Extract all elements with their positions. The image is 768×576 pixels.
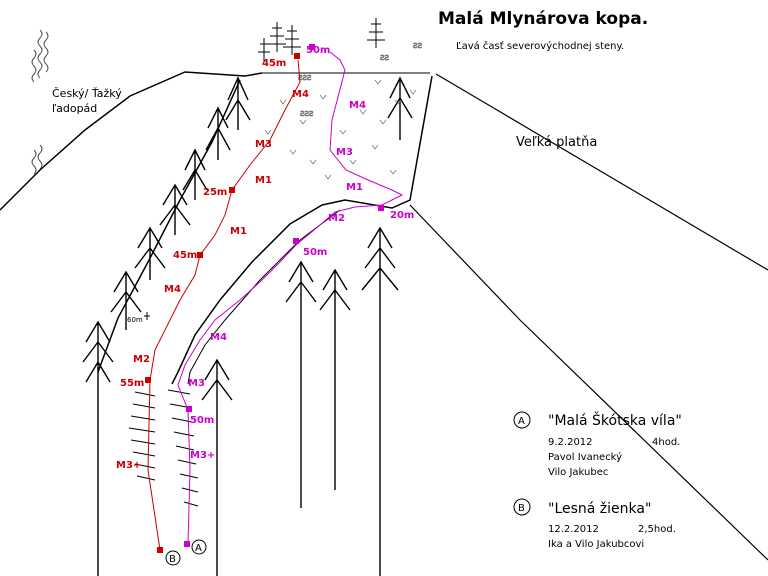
mag-label-50m-top: 50m bbox=[306, 45, 330, 56]
icicles bbox=[128, 389, 199, 507]
legend-b-climber1: Ika a Vilo Jakubcovi bbox=[548, 539, 644, 550]
route-magenta-start bbox=[184, 541, 190, 547]
mag-label-m4: M4 bbox=[210, 332, 227, 343]
red-label-m3plus: M3+ bbox=[116, 460, 141, 471]
legend-a-duration: 4hod. bbox=[652, 437, 680, 448]
subtitle: Ľavá časť severovýchodnej steny. bbox=[456, 40, 624, 52]
rock-sign-4: ƧƧ bbox=[413, 42, 422, 50]
legend-b-marker: B bbox=[518, 503, 525, 514]
route-magenta-belay-50m bbox=[293, 238, 299, 244]
legend-route-a: A "Malá Škótska víla" 9.2.2012 4hod. Pav… bbox=[513, 411, 682, 478]
red-label-m1-upper: M1 bbox=[255, 175, 272, 186]
big-slab-label: Veľká platňa bbox=[516, 135, 597, 150]
mag-label-m4-top: M4 bbox=[349, 100, 366, 111]
legend-a-climber2: Vilo Jakubec bbox=[548, 467, 608, 478]
rock-sign: ƧƧƧ bbox=[298, 74, 311, 82]
rock-sign-2: ƧƧƧ bbox=[300, 110, 313, 118]
svg-text:A: A bbox=[195, 543, 202, 554]
legend-a-climber1: Pavol Ivanecký bbox=[548, 451, 622, 463]
route-magenta: 50m M4 M3 M1 M2 20m 50m M4 M3 50m M3+ bbox=[177, 44, 414, 547]
red-label-m2: M2 bbox=[133, 354, 150, 365]
mag-label-50m-low: 50m bbox=[190, 415, 214, 426]
title: Malá Mlynárova kopa. bbox=[438, 9, 648, 29]
start-marker-b: B bbox=[165, 550, 181, 566]
route-magenta-belay-50m-top bbox=[309, 44, 315, 50]
rock-outline bbox=[0, 71, 768, 561]
route-red-line bbox=[147, 59, 301, 551]
svg-text:B: B bbox=[169, 554, 176, 565]
icefall-label-line2: ľadopád bbox=[52, 102, 97, 115]
rock-sign-3: ƧƧ bbox=[380, 54, 389, 62]
mag-label-m3: M3 bbox=[336, 147, 353, 158]
route-red: 45m M4 M3 M1 25m M1 45m M4 M2 55m M3+ bbox=[116, 53, 309, 553]
red-label-55m: 55m bbox=[120, 378, 144, 389]
legend-b-name: "Lesná žienka" bbox=[548, 501, 651, 517]
legend-a-date: 9.2.2012 bbox=[548, 437, 593, 448]
mag-label-50m: 50m bbox=[303, 247, 327, 258]
legend-b-date: 12.2.2012 bbox=[548, 524, 599, 535]
mag-label-m2: M2 bbox=[328, 213, 345, 224]
red-label-m3: M3 bbox=[255, 139, 272, 150]
mag-label-m3-low: M3 bbox=[188, 378, 205, 389]
mag-label-m3plus: M3+ bbox=[190, 450, 215, 461]
red-label-m4: M4 bbox=[164, 284, 181, 295]
start-marker-a: A bbox=[191, 539, 207, 555]
legend-a-marker: A bbox=[518, 416, 525, 427]
legend-b-duration: 2,5hod. bbox=[638, 524, 676, 535]
icefall-label-line1: Český/ Ťažký bbox=[52, 87, 122, 100]
route-magenta-line bbox=[177, 51, 404, 545]
route-red-belay-45m bbox=[294, 53, 300, 59]
route-magenta-belay-20m bbox=[378, 205, 384, 211]
red-label-45m-mid: 45m bbox=[173, 250, 197, 261]
mag-label-m1: M1 bbox=[346, 182, 363, 193]
route-red-belay-55m bbox=[145, 377, 151, 383]
legend-a-name: "Malá Škótska víla" bbox=[548, 411, 682, 429]
red-label-m1-lower: M1 bbox=[230, 226, 247, 237]
legend-route-b: B "Lesná žienka" 12.2.2012 2,5hod. Ika a… bbox=[513, 498, 676, 550]
route-magenta-belay-50m-low bbox=[186, 406, 192, 412]
vegetation-marks: ƧƧƧ ƧƧƧ ƧƧ ƧƧ bbox=[264, 42, 422, 180]
route-red-belay-25m bbox=[229, 187, 235, 193]
route-red-belay-45m-2 bbox=[197, 252, 203, 258]
red-label-45m-top: 45m bbox=[262, 58, 286, 69]
mag-label-20m: 20m bbox=[390, 210, 414, 221]
mark-60m: 60m bbox=[127, 316, 143, 324]
summit-conifers bbox=[258, 18, 385, 62]
trees bbox=[82, 76, 413, 576]
icefall-marks bbox=[31, 29, 49, 175]
red-label-m4-top: M4 bbox=[292, 89, 309, 100]
route-red-start bbox=[157, 547, 163, 553]
red-label-25m: 25m bbox=[203, 187, 227, 198]
